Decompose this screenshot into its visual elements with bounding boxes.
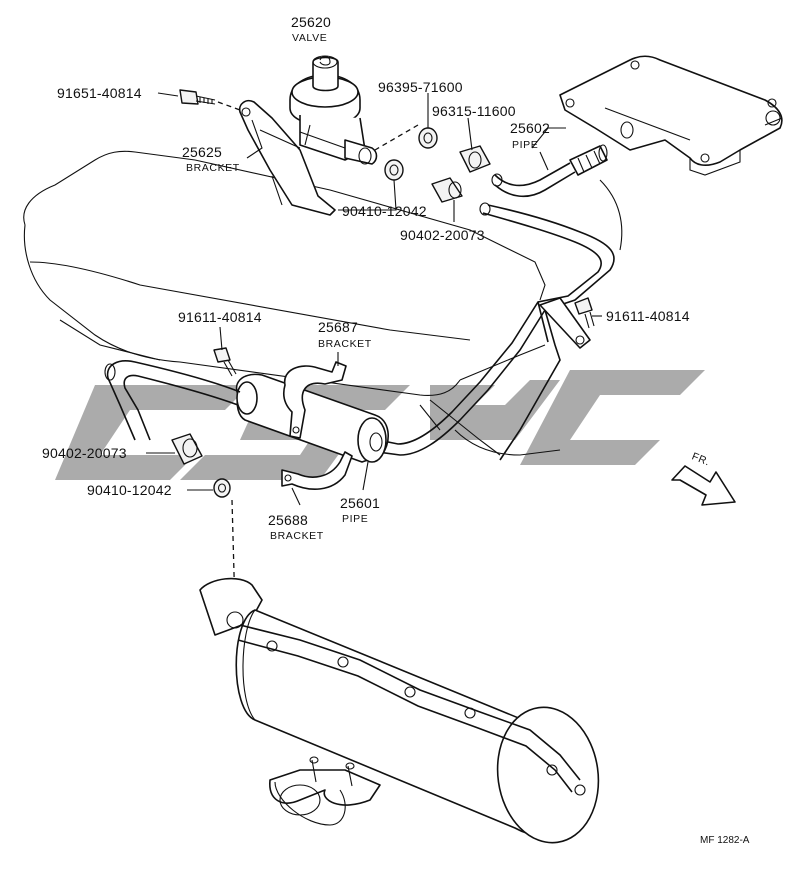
valve-25620-name: VALVE bbox=[292, 32, 327, 44]
leader-lines bbox=[146, 92, 602, 506]
exhaust-manifold bbox=[199, 577, 600, 844]
gasket-90410-bottom bbox=[213, 478, 231, 498]
front-direction-arrow bbox=[671, 465, 736, 506]
bolt-91651 bbox=[179, 89, 216, 105]
bracket-25688-number: 25688 bbox=[268, 512, 308, 528]
union-96315-number: 96315-11600 bbox=[432, 103, 516, 119]
bracket-25625 bbox=[238, 99, 336, 216]
gasket-90410-top bbox=[384, 159, 404, 181]
bracket-25625-number: 25625 bbox=[182, 144, 222, 160]
bracket-25688-name: BRACKET bbox=[270, 530, 324, 542]
union-90402-top-number: 90402-20073 bbox=[400, 227, 485, 243]
union-90402-left-number: 90402-20073 bbox=[42, 445, 127, 461]
bracket-25625-name: BRACKET bbox=[186, 162, 240, 174]
pipe-25602-name: PIPE bbox=[512, 139, 538, 151]
bracket-25687-number: 25687 bbox=[318, 319, 358, 335]
union-90402-top bbox=[431, 177, 463, 203]
gasket-96395-number: 96395-71600 bbox=[378, 79, 463, 95]
bolt-91651-leader bbox=[217, 101, 241, 111]
bracket-25687-name: BRACKET bbox=[318, 338, 372, 350]
bolt-91611-left-number: 91611-40814 bbox=[178, 309, 262, 325]
front-direction-label: FR. bbox=[690, 450, 712, 468]
manifold-flange bbox=[559, 55, 783, 176]
bolt-91611-left bbox=[213, 347, 237, 377]
union-90402-left bbox=[171, 433, 203, 465]
valve-25620 bbox=[289, 55, 378, 165]
bolt-91611-right-number: 91611-40814 bbox=[606, 308, 690, 324]
pipe-25602 bbox=[491, 144, 608, 198]
pipe-25601-name: PIPE bbox=[342, 513, 368, 525]
union-96315 bbox=[459, 145, 491, 173]
valve-connection-dash bbox=[374, 124, 419, 151]
bracket-25688 bbox=[281, 451, 353, 490]
engine-cover-outline bbox=[23, 150, 623, 456]
bolt-91611-right bbox=[574, 297, 595, 329]
gasket-96395 bbox=[418, 127, 438, 149]
pipe-25601 bbox=[104, 202, 615, 463]
gasket-90410-top-number: 90410-12042 bbox=[342, 203, 427, 219]
bracket-25687 bbox=[282, 361, 347, 439]
pipe-25602-number: 25602 bbox=[510, 120, 550, 136]
gasket-90410-bottom-number: 90410-12042 bbox=[87, 482, 172, 498]
pipe-25601-number: 25601 bbox=[340, 495, 380, 511]
figure-reference: MF 1282-A bbox=[700, 835, 750, 846]
bolt-91651-number: 91651-40814 bbox=[57, 85, 142, 101]
valve-25620-number: 25620 bbox=[291, 14, 331, 30]
